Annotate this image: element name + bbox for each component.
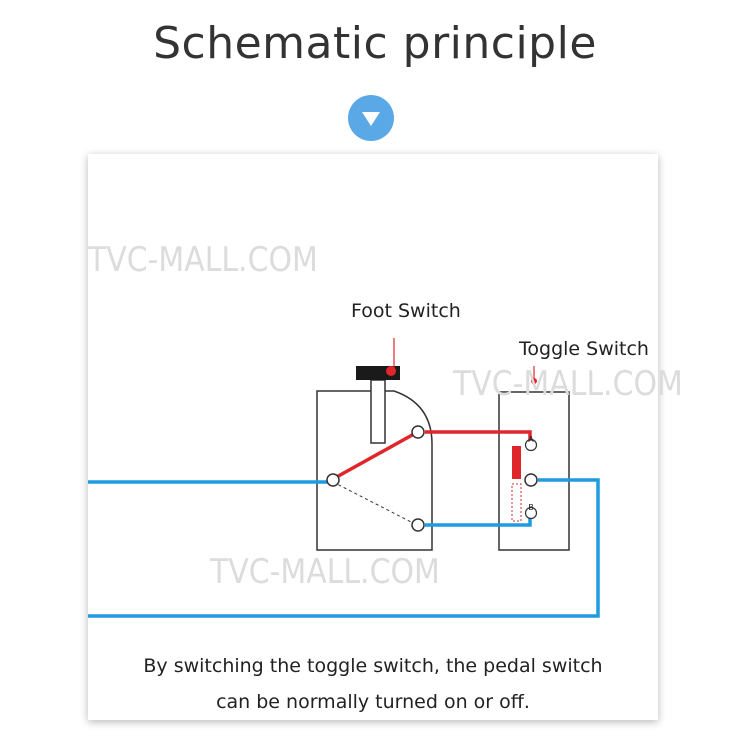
foot-switch-marker: [386, 366, 396, 376]
nc-terminal: [411, 518, 425, 532]
watermark: TVC-MALL.COM: [88, 240, 318, 280]
common-terminal: [326, 473, 340, 487]
toggle-lever: [512, 446, 521, 479]
schematic-diagram: [88, 338, 600, 618]
watermark: TVC-MALL.COM: [453, 364, 683, 404]
toggle-common-terminal: [524, 473, 538, 487]
foot-switch-plunger: [370, 379, 386, 444]
schematic-card: A B TVC-MALL.COM TVC-MALL.COM TVC-MALL.C…: [88, 154, 683, 720]
terminal-b-icon: [524, 506, 538, 520]
return-wire: [88, 478, 600, 618]
toggle-switch-label: Toggle Switch: [519, 338, 649, 360]
switch-lever: [332, 432, 415, 481]
chevron-down-icon: [348, 95, 394, 141]
terminal-a-label: A: [528, 435, 534, 444]
no-wire: [425, 430, 532, 440]
no-terminal: [411, 425, 425, 439]
terminal-b-label: B: [528, 503, 534, 512]
toggle-lever-alt: [511, 483, 522, 522]
caption-line-2: can be normally turned on or off.: [216, 691, 530, 713]
caption-line-1: By switching the toggle switch, the peda…: [143, 655, 603, 677]
terminal-a-icon: [524, 438, 538, 452]
watermark: TVC-MALL.COM: [210, 552, 440, 592]
page-title: Schematic principle: [153, 18, 597, 69]
foot-switch-label: Foot Switch: [351, 300, 461, 322]
toggle-switch-pointer-dot: [531, 378, 537, 384]
foot-switch-body: [316, 390, 433, 551]
